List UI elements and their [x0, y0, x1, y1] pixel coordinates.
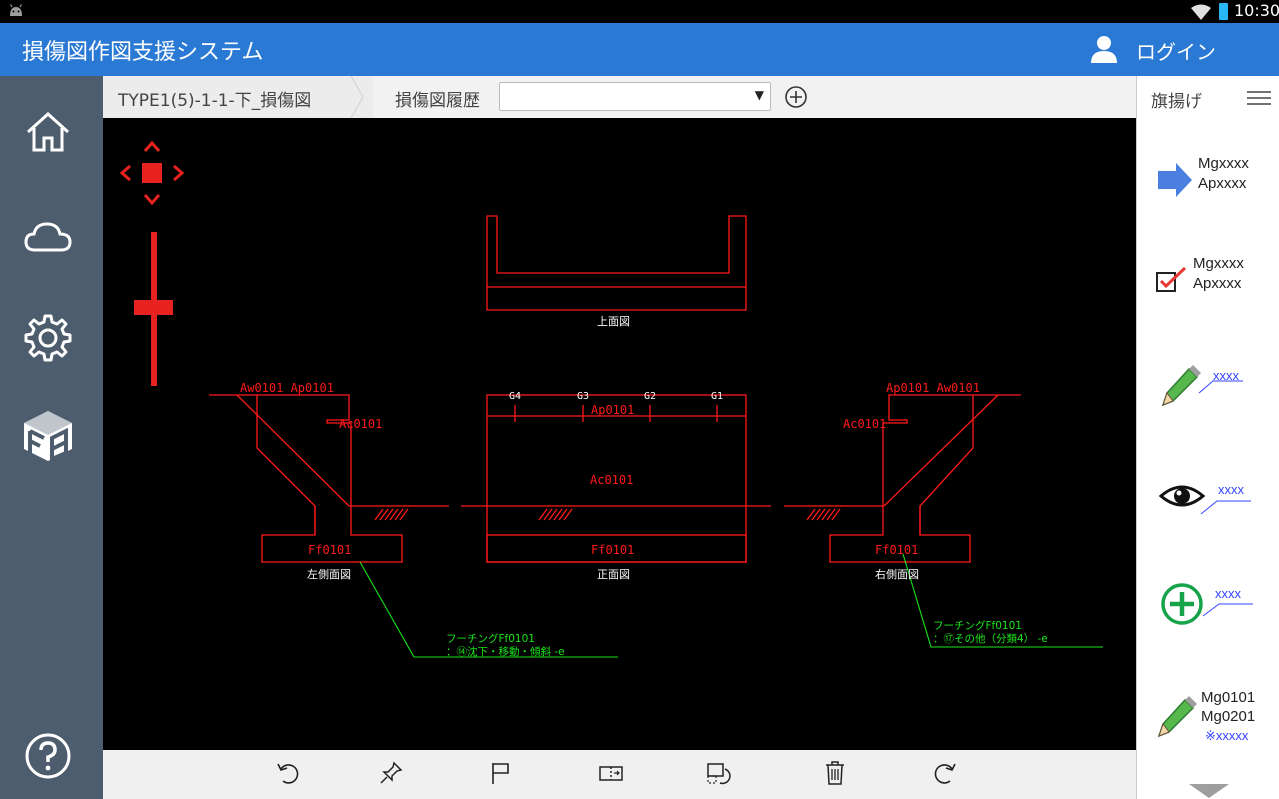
arrow-right-icon — [1158, 163, 1192, 197]
annotation-left-line1[interactable]: フーチングFf0101 — [446, 632, 535, 645]
select-area-button[interactable] — [596, 758, 626, 788]
pencil-icon — [1157, 696, 1197, 738]
flag-item-pencil-mg[interactable]: Mg0101 Mg0201 ※xxxxx — [1137, 686, 1279, 786]
tab-bar: TYPE1(5)-1-1-下_損傷図 損傷図履歴 ▼ — [103, 76, 1136, 118]
login-button[interactable]: ログイン — [1136, 40, 1216, 64]
redo-icon — [934, 763, 956, 784]
flag-item-arrow[interactable]: Mgxxxx Apxxxx — [1137, 146, 1279, 246]
pin-button[interactable] — [376, 758, 406, 788]
pan-arrows-icon[interactable] — [119, 140, 185, 206]
history-label: 損傷図履歴 — [395, 91, 480, 111]
flag-panel-title: 旗揚げ — [1151, 92, 1202, 112]
sidebar-item-bim[interactable] — [20, 408, 76, 464]
chevron-down-icon[interactable] — [1189, 782, 1229, 799]
sidebar-item-cloud[interactable] — [20, 208, 76, 264]
label-right-ac[interactable]: Ac0101 — [843, 417, 886, 431]
rotate-area-button[interactable] — [704, 758, 734, 788]
cube-icon — [24, 411, 72, 463]
label-g1: G1 — [711, 391, 723, 402]
flag-button[interactable] — [485, 758, 515, 788]
menu-icon[interactable] — [1247, 90, 1271, 106]
structure-drawing — [209, 215, 1021, 563]
sidebar-item-settings[interactable] — [20, 310, 76, 366]
label-g2: G2 — [644, 391, 656, 402]
flag-item-4-tag: xxxx — [1218, 482, 1244, 497]
label-g3: G3 — [577, 391, 589, 402]
android-icon — [9, 4, 23, 16]
flag-item-6-note: ※xxxxx — [1205, 728, 1249, 743]
drawing-canvas[interactable]: Aw0101 Ap0101 Ac0101 Ff0101 Ap0101 Ac010… — [103, 118, 1136, 750]
pin-icon — [380, 761, 403, 784]
label-left-footing[interactable]: Ff0101 — [308, 543, 351, 557]
flag-item-pencil[interactable]: xxxx — [1137, 354, 1279, 454]
flag-panel-header: 旗揚げ — [1137, 76, 1279, 118]
bottom-toolbar — [103, 750, 1136, 799]
help-icon — [25, 733, 71, 779]
label-left-top[interactable]: Aw0101 Ap0101 — [240, 381, 334, 395]
label-front-footing[interactable]: Ff0101 — [591, 543, 634, 557]
gear-icon — [24, 314, 72, 362]
flag-item-6-line2: Mg0201 — [1201, 708, 1256, 725]
cloud-icon — [24, 222, 72, 252]
flag-item-5-tag: xxxx — [1215, 586, 1241, 601]
status-bar: 10:30 — [0, 0, 1279, 23]
status-time: 10:30 — [1234, 1, 1279, 20]
flag-panel: 旗揚げ Mgxxxx Apxxxx Mgxxxx Apxxxx xxxx — [1136, 76, 1279, 799]
label-g4: G4 — [509, 391, 521, 402]
wifi-icon — [1191, 4, 1211, 20]
label-left-ac[interactable]: Ac0101 — [339, 417, 382, 431]
view-title-top: 上面図 — [597, 315, 630, 328]
flag-item-6-line1: Mg0101 — [1201, 689, 1256, 706]
zoom-slider-icon[interactable] — [134, 232, 173, 386]
view-title-front: 正面図 — [597, 568, 630, 581]
view-title-left: 左側面図 — [307, 568, 351, 581]
plus-circle-icon[interactable] — [784, 85, 808, 109]
history-select[interactable]: ▼ — [499, 82, 771, 111]
sidebar — [0, 76, 103, 799]
rotate-area-icon — [707, 763, 731, 785]
trash-icon — [826, 761, 844, 785]
annotation-right-line2[interactable]: ：⑰その他（分類4） -e — [933, 632, 1048, 645]
flag-item-2-line1: Mgxxxx — [1193, 255, 1244, 272]
annotation-right-line1[interactable]: フーチングFf0101 — [933, 619, 1022, 632]
flag-item-1-line1: Mgxxxx — [1198, 155, 1249, 172]
drawing-svg: Aw0101 Ap0101 Ac0101 Ff0101 Ap0101 Ac010… — [119, 140, 1103, 658]
caret-down-icon: ▼ — [754, 88, 764, 102]
breadcrumb[interactable]: TYPE1(5)-1-1-下_損傷図 — [103, 76, 373, 118]
breadcrumb-arrow-icon — [351, 76, 364, 118]
breadcrumb-label: TYPE1(5)-1-1-下_損傷図 — [118, 91, 312, 111]
flag-item-check[interactable]: Mgxxxx Apxxxx — [1137, 248, 1279, 348]
delete-button[interactable] — [820, 758, 850, 788]
annotation-left-line2[interactable]: ：⑭沈下・移動・傾斜 -e — [446, 645, 565, 658]
flag-item-3-tag: xxxx — [1213, 368, 1239, 383]
sidebar-item-home[interactable] — [20, 104, 76, 160]
flag-item-2-line2: Apxxxx — [1193, 275, 1242, 292]
plus-circle-green-icon — [1161, 583, 1253, 625]
pencil-icon — [1161, 365, 1243, 407]
select-area-icon — [599, 766, 623, 781]
view-title-right: 右側面図 — [875, 567, 919, 581]
redo-button[interactable] — [930, 758, 960, 788]
user-icon[interactable] — [1090, 34, 1118, 64]
home-icon — [26, 111, 70, 152]
flag-icon — [492, 763, 509, 784]
battery-icon — [1219, 3, 1228, 20]
label-front-ap[interactable]: Ap0101 — [591, 403, 634, 417]
label-right-footing[interactable]: Ff0101 — [875, 543, 918, 557]
annotation-leaders — [359, 553, 1103, 658]
undo-icon — [277, 763, 299, 784]
label-right-top[interactable]: Ap0101 Aw0101 — [886, 381, 980, 395]
flag-item-add[interactable]: xxxx — [1137, 574, 1279, 674]
app-bar: 損傷図作図支援システム ログイン — [0, 23, 1279, 76]
undo-button[interactable] — [273, 758, 303, 788]
flag-item-1-line2: Apxxxx — [1198, 175, 1247, 192]
sidebar-item-help[interactable] — [20, 728, 76, 784]
label-front-ac[interactable]: Ac0101 — [590, 473, 633, 487]
checkbox-icon — [1156, 266, 1187, 292]
flag-item-eye[interactable]: xxxx — [1137, 466, 1279, 566]
app-title: 損傷図作図支援システム — [22, 40, 264, 65]
eye-icon — [1159, 485, 1251, 515]
